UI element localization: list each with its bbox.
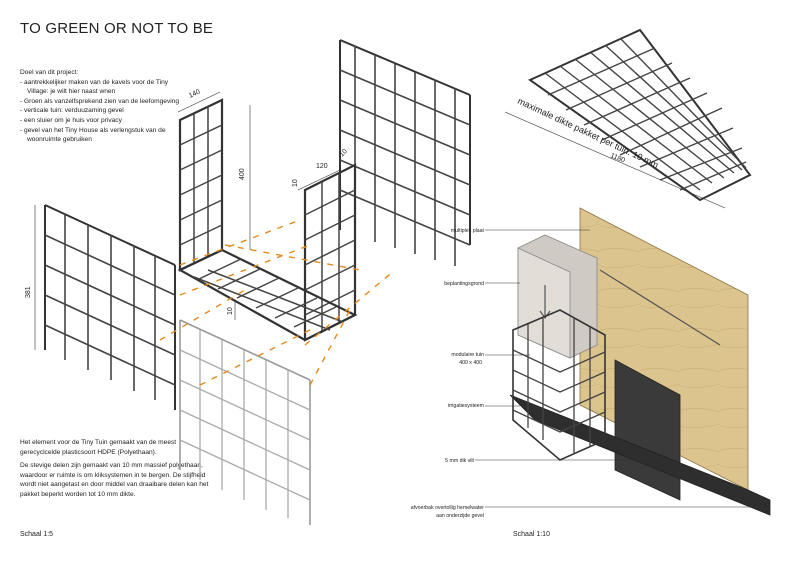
project-goals: Doel van dit project: - aantrekkelijker …: [20, 68, 210, 145]
dimensions: [34, 91, 341, 350]
dim-381: 381: [25, 286, 32, 298]
grid-panel-left: [44, 204, 176, 410]
facade-buildup: [509, 207, 771, 516]
goals-heading: Doel van dit project:: [20, 69, 79, 76]
flat-grid-package: [504, 28, 752, 209]
scale-right: Schaal 1:10: [513, 531, 550, 538]
goal-item: - gevel van het Tiny House als verlengst…: [20, 126, 166, 134]
label-multiplex: multiplex plaat: [451, 228, 485, 234]
dim-400: 400: [239, 168, 246, 180]
page-title: TO GREEN OR NOT TO BE: [20, 20, 214, 37]
goal-item: - een sluier om je huis voor privacy: [20, 116, 122, 124]
material-description: Het element voor de Tiny Tuin gemaakt va…: [20, 438, 210, 504]
leader-lines: [475, 229, 760, 508]
goal-item: Village: je wilt hier naast wnen: [27, 88, 116, 96]
goal-item: - verticale tuin: verduuzaming gevel: [20, 107, 124, 115]
label-beplanting: beplantingsgrond: [444, 281, 484, 287]
goal-item: - aantrekkelijker maken van de kavels vo…: [20, 78, 169, 86]
assembly-lines: [159, 219, 396, 386]
label-vilt: 5 mm dik vilt: [445, 458, 474, 464]
description-paragraph: Het element voor de Tiny Tuin gemaakt va…: [20, 439, 177, 456]
u-module-frame: [177, 98, 358, 342]
dim-10a: 10: [292, 179, 299, 187]
label-irrigatie: irrigatiesysteem: [448, 403, 484, 409]
dim-140: 140: [188, 88, 202, 99]
label-afvoer: afvoerbak overtollig hemelwater: [411, 505, 485, 511]
goal-item: - Groen als vanzelfsprekend zien van de …: [20, 97, 180, 105]
dim-120: 120: [316, 163, 328, 170]
label-modulair-size: 400 x 400: [459, 360, 482, 366]
scale-left: Schaal 1:5: [20, 531, 54, 538]
dim-10c: 10: [227, 307, 234, 315]
grid-panel-light: [179, 319, 311, 525]
grid-panel-top-right: [339, 39, 471, 266]
description-paragraph: De stevige delen zijn gemaakt van 10 mm …: [20, 462, 209, 498]
dim-10b: 10: [338, 148, 349, 159]
goal-item: woonruimte gebruiken: [27, 136, 92, 144]
label-modulair: modulaire tuin: [451, 352, 484, 358]
package-thickness-note: maximale dikte pakket per tuin: 10 mm: [516, 96, 660, 170]
label-afvoer-2: aan onderzijde gevel: [436, 513, 484, 519]
